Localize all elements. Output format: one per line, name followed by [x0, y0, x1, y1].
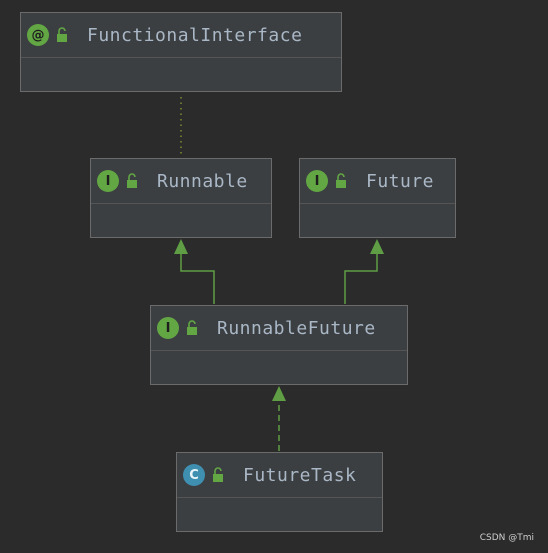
node-name: RunnableFuture	[217, 317, 376, 339]
interface-badge-icon: I	[97, 170, 119, 192]
class-badge-icon: C	[183, 464, 205, 486]
node-header: I Runnable	[91, 159, 271, 204]
node-header: C FutureTask	[177, 453, 382, 498]
node-runnable[interactable]: I Runnable	[90, 158, 272, 238]
watermark: CSDN @Tmi	[479, 533, 534, 543]
arrowhead-future	[370, 239, 384, 254]
node-future[interactable]: I Future	[299, 158, 456, 238]
interface-badge-icon: I	[306, 170, 328, 192]
node-header: I Future	[300, 159, 455, 204]
node-name: FunctionalInterface	[87, 24, 303, 46]
node-future-task[interactable]: C FutureTask	[176, 452, 383, 532]
unlock-icon	[57, 27, 67, 42]
node-name: Future	[366, 170, 435, 192]
arrowhead-runnable-future	[272, 386, 286, 401]
node-name: FutureTask	[243, 464, 357, 486]
edge-runnable-future-extends-runnable	[180, 252, 215, 304]
node-header: I RunnableFuture	[151, 306, 407, 351]
unlock-icon	[127, 173, 137, 188]
annotation-badge-icon: @	[27, 24, 49, 46]
node-header: @ FunctionalInterface	[21, 13, 341, 58]
node-runnable-future[interactable]: I RunnableFuture	[150, 305, 408, 385]
node-functional-interface[interactable]: @ FunctionalInterface	[20, 12, 342, 92]
edge-runnable-future-extends-future	[344, 252, 378, 304]
node-name: Runnable	[157, 170, 248, 192]
arrowhead-runnable	[174, 239, 188, 254]
unlock-icon	[187, 320, 197, 335]
unlock-icon	[213, 467, 223, 482]
unlock-icon	[336, 173, 346, 188]
interface-badge-icon: I	[157, 317, 179, 339]
